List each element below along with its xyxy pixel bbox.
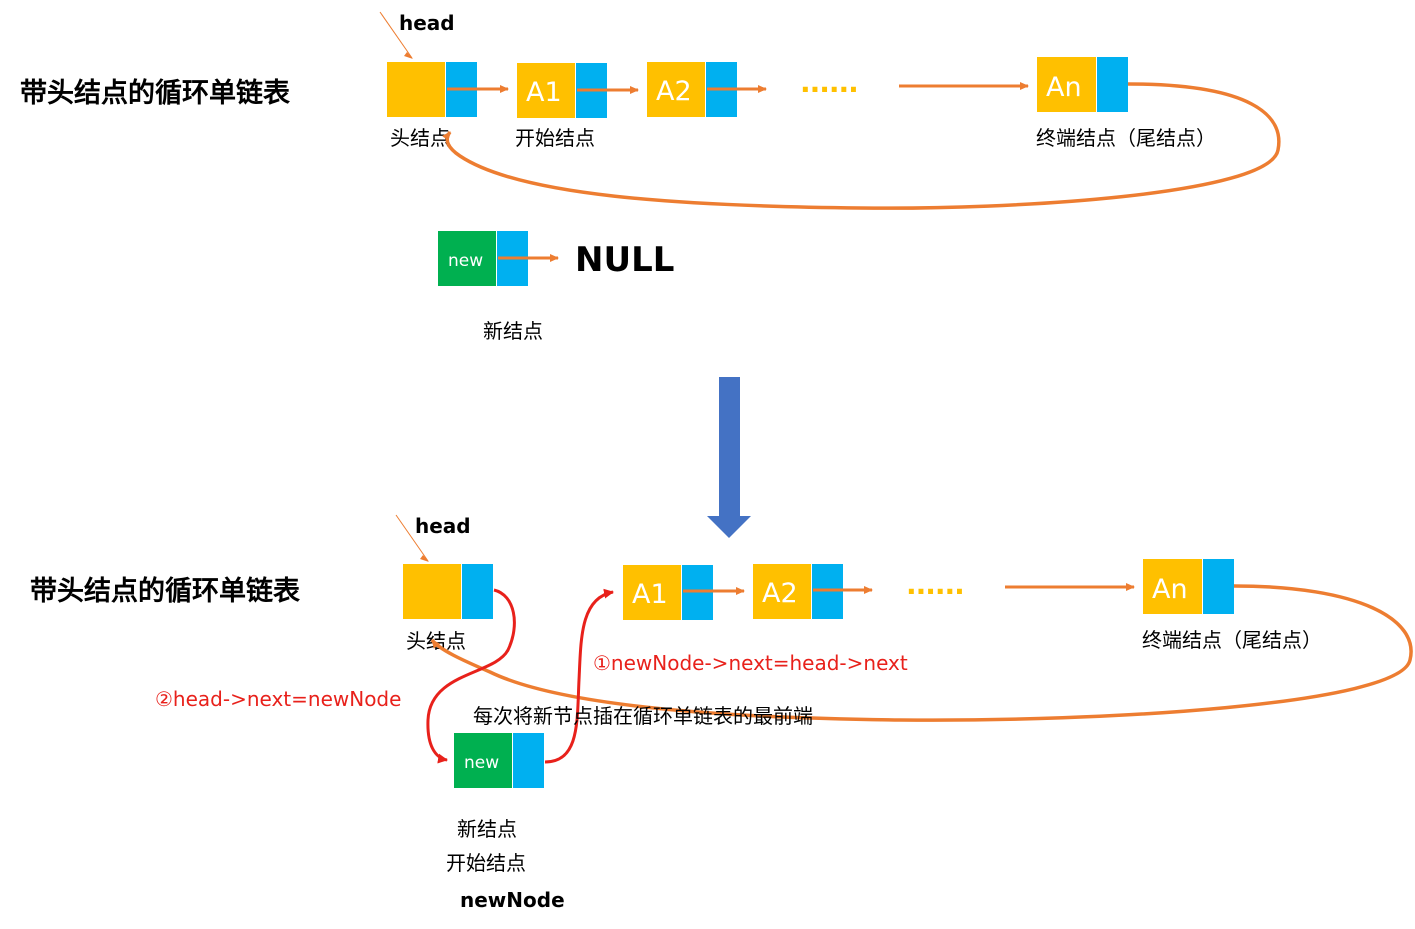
null-label: NULL [575, 240, 674, 280]
top-start-node-label: 开始结点 [515, 126, 595, 150]
bottom-head-node-label: 头结点 [406, 629, 466, 653]
bottom-head-pointer-line [395, 514, 429, 562]
bottom-node-an-text: An [1152, 574, 1188, 605]
top-node-a2-text: A2 [656, 76, 692, 107]
newnode-pointer-label: newNode [460, 888, 565, 912]
top-node-a1-text: A1 [526, 77, 562, 108]
step2-label: ②head->next=newNode [155, 687, 401, 711]
top-circular-return-arrow [442, 82, 1281, 210]
bottom-start-node-label: 开始结点 [446, 851, 526, 875]
insert-front-note: 每次将新节点插在循环单链表的最前端 [473, 704, 813, 728]
top-head-pointer-arrowhead [404, 52, 413, 59]
top-head-pointer-label: head [399, 11, 455, 35]
step1-label: ①newNode->next=head->next [593, 651, 908, 675]
red-arrow-head-to-new [426, 588, 516, 764]
new-node-label: 新结点 [483, 319, 543, 343]
bottom-node-a2-text: A2 [762, 578, 798, 609]
bottom-node-a1-text: A1 [632, 579, 668, 610]
bottom-node-an [1143, 559, 1234, 614]
bottom-title: 带头结点的循环单链表 [30, 575, 300, 607]
bottom-head-node [403, 564, 493, 619]
transition-down-arrow [707, 377, 751, 538]
bottom-head-pointer-label: head [415, 514, 471, 538]
top-head-node-label: 头结点 [390, 126, 450, 150]
top-tail-node-label: 终端结点（尾结点） [1036, 126, 1216, 150]
top-head-pointer-line [379, 11, 413, 59]
new-node-text: new [448, 251, 483, 271]
top-node-an-text: An [1046, 72, 1082, 103]
top-ellipsis: ...... [800, 66, 858, 99]
bottom-new-node [454, 733, 544, 788]
bottom-circular-return-arrow [430, 584, 1413, 722]
bottom-head-pointer-arrowhead [420, 555, 429, 562]
top-title: 带头结点的循环单链表 [20, 77, 290, 109]
bottom-new-node-label: 新结点 [457, 817, 517, 841]
bottom-tail-node-label: 终端结点（尾结点） [1142, 628, 1322, 652]
top-node-an [1037, 57, 1128, 112]
bottom-ellipsis: ...... [906, 568, 964, 601]
red-arrow-new-to-a1 [544, 588, 614, 764]
bottom-new-node-text: new [464, 753, 499, 773]
